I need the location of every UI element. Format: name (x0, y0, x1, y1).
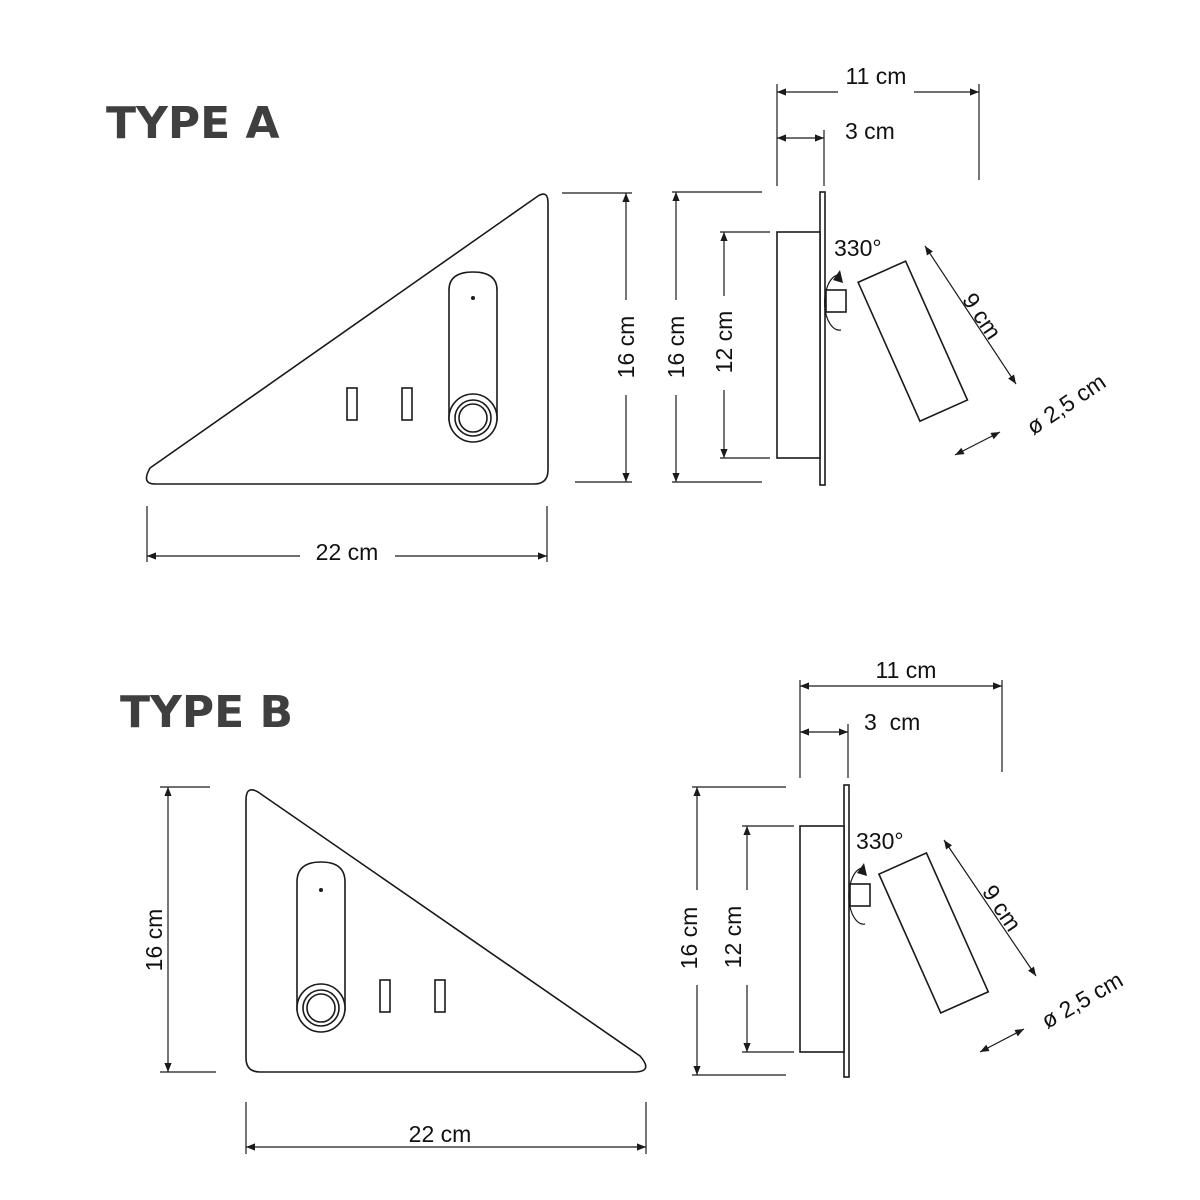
type-b-side-view: 11 cm 3 cm 16 cm 12 cm 330° 9 cm (676, 657, 1127, 1078)
type-b-switch-right (434, 979, 446, 1013)
type-a-base-label: 3 cm (845, 118, 895, 144)
type-b-height-label: 16 cm (141, 909, 167, 972)
type-a-switch-left (346, 387, 358, 421)
type-b-front-view: 22 cm 16 cm (141, 786, 647, 1154)
type-a-side-box (776, 231, 821, 459)
type-a-arm-length-label: 9 cm (957, 288, 1006, 344)
type-a-height-label: 16 cm (613, 316, 639, 379)
type-a-switch-right (401, 387, 413, 421)
type-b-arm-length-label: 9 cm (977, 880, 1026, 936)
type-b-base-label: 3 cm (864, 709, 920, 735)
type-a-joint (825, 289, 847, 313)
type-b-switch-left (379, 979, 391, 1013)
type-b-box-height-label: 12 cm (720, 906, 746, 969)
type-a-side-view: 11 cm 3 cm 16 cm 12 cm 330° 9 cm (663, 63, 1111, 486)
type-b-rotation-label: 330° (856, 828, 904, 854)
type-a-rotation-label: 330° (834, 235, 882, 261)
type-a-section: TYPE A 22 cm 16 cm (106, 63, 1110, 565)
type-b-diameter-label: ø 2,5 cm (1037, 966, 1127, 1033)
type-b-spotlight (296, 861, 346, 1033)
type-a-spotlight (448, 271, 498, 443)
type-a-title: TYPE A (106, 98, 280, 149)
type-a-plate-height-label: 16 cm (663, 316, 689, 379)
type-b-width-label: 22 cm (409, 1121, 472, 1147)
type-b-side-box (799, 825, 845, 1053)
type-b-depth-label: 11 cm (876, 657, 937, 683)
type-b-spot-arm (877, 851, 990, 1015)
type-a-width-label: 22 cm (316, 539, 379, 565)
type-a-triangle-plate (145, 193, 549, 485)
type-b-plate-height-label: 16 cm (676, 907, 702, 970)
type-b-section: TYPE B 22 cm 16 cm (120, 657, 1127, 1154)
type-b-joint (849, 883, 871, 907)
type-a-diameter-label: ø 2,5 cm (1022, 368, 1111, 440)
type-b-title: TYPE B (120, 687, 293, 738)
type-a-front-view: 22 cm 16 cm (145, 192, 639, 565)
type-b-triangle-plate (245, 789, 647, 1073)
type-a-box-height-label: 12 cm (711, 311, 737, 374)
type-a-depth-label: 11 cm (846, 63, 907, 89)
